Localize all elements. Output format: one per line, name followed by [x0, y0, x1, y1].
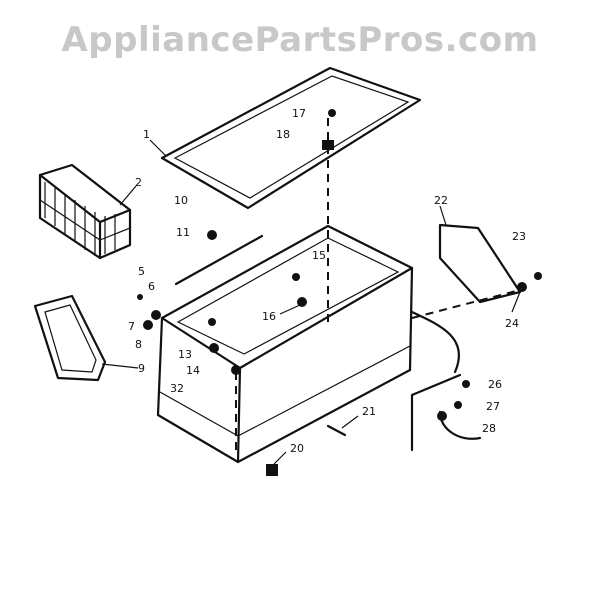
callout-10: 10	[174, 194, 188, 207]
panel-part	[33, 294, 107, 382]
bolt-part-17	[328, 109, 336, 117]
callout-5: 5	[138, 265, 145, 278]
leader-line-1	[149, 139, 167, 157]
basket-part	[38, 163, 132, 260]
callout-9: 9	[138, 362, 145, 375]
callout-7: 7	[128, 320, 135, 333]
callout-22: 22	[434, 194, 448, 207]
lid-part	[160, 66, 422, 210]
power-cord	[410, 310, 461, 374]
washer-part-8	[151, 310, 161, 320]
leader-line-20	[273, 451, 287, 465]
washer-part-7	[143, 320, 153, 330]
callout-2: 2	[135, 176, 142, 189]
callout-28: 28	[482, 422, 496, 435]
screw-part-6	[137, 294, 143, 300]
rod-part-5	[174, 234, 264, 286]
callout-32: 32	[170, 382, 184, 395]
connector-part-27	[454, 401, 462, 409]
callout-8: 8	[135, 338, 142, 351]
callout-20: 20	[290, 442, 304, 455]
callout-23: 23	[512, 230, 526, 243]
callout-16: 16	[262, 310, 276, 323]
callout-15: 15	[312, 249, 326, 262]
washer-part-13	[208, 318, 216, 326]
leader-line-21	[341, 415, 359, 429]
washer-part-32	[231, 365, 241, 375]
nut-part	[517, 282, 527, 292]
callout-14: 14	[186, 364, 200, 377]
leader-line-16	[279, 304, 301, 315]
washer-part-14	[209, 343, 219, 353]
assembly-axis-right	[411, 289, 521, 319]
leg-part-21	[326, 424, 347, 437]
grommet-part-16	[297, 297, 307, 307]
access-plate-part	[438, 223, 522, 304]
callout-6: 6	[148, 280, 155, 293]
callout-24: 24	[505, 317, 519, 330]
leader-line-2	[119, 185, 137, 206]
leader-line-24	[511, 291, 521, 313]
callout-11: 11	[176, 226, 190, 239]
connector-part-26	[462, 380, 470, 388]
screw-part	[534, 272, 542, 280]
callout-21: 21	[362, 405, 376, 418]
cabinet-part	[156, 224, 414, 464]
bracket-part-18	[322, 140, 334, 150]
leader-line-9	[101, 363, 139, 369]
connector-part-28	[437, 411, 447, 421]
cord-box-outline	[410, 373, 462, 452]
callout-labels: 1 2 5 6 7 8 9 10 11 13 14 15 16 17 18 20…	[128, 107, 526, 455]
clip-part-15	[292, 273, 300, 281]
leveler-part-20	[266, 464, 278, 476]
callout-1: 1	[143, 128, 150, 141]
callout-17: 17	[292, 107, 306, 120]
hinge-part	[207, 230, 217, 240]
callout-27: 27	[486, 400, 500, 413]
callout-26: 26	[488, 378, 502, 391]
callout-18: 18	[276, 128, 290, 141]
leader-line-22	[439, 205, 447, 226]
site-watermark: AppliancePartsPros.com	[61, 20, 539, 60]
callout-13: 13	[178, 348, 192, 361]
